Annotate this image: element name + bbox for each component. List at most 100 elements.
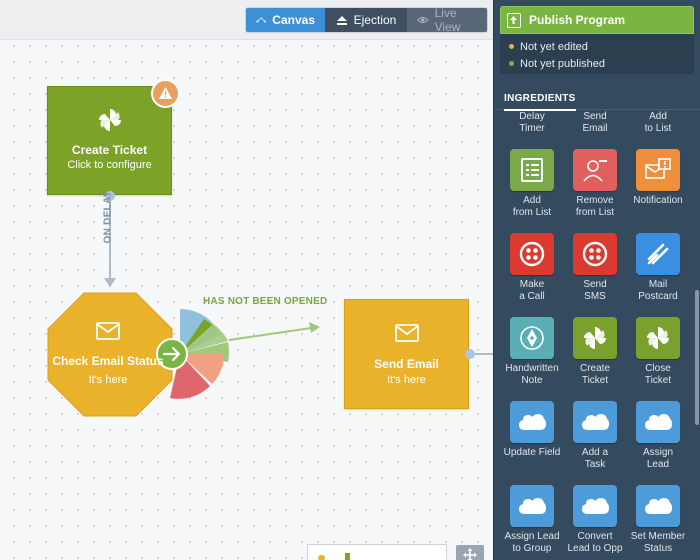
zendesk-icon [573,317,617,359]
pan-button[interactable] [456,545,484,560]
check-email-title: Check Email Status [52,354,164,368]
envelope-icon [96,322,120,340]
ingredient-item[interactable]: Close Ticket [626,317,690,387]
branch-connector-head [309,322,320,333]
ingredient-label: Add a Task [581,447,609,470]
postcard-icon [636,233,680,275]
ingredient-item[interactable]: Make a Call [500,233,564,303]
ingredient-label: Update Field [503,447,561,458]
check-email-subtitle: It's here [88,374,128,386]
ingredient-label: Handwritten Note [505,363,559,386]
ingredient-item[interactable]: Add a Task [563,401,627,471]
ingredient-item[interactable]: Create Ticket [563,317,627,387]
ingredient-label: Mail Postcard [638,279,678,302]
ingredients-header: INGREDIENTS [494,88,700,111]
tab-ejection-label: Ejection [353,13,397,27]
salesforce-icon [636,401,680,443]
ingredient-label: Close Ticket [644,363,672,386]
flow-graphics [47,292,320,417]
ingredient-item[interactable]: Update Field [500,401,564,459]
create-ticket-title: Create Ticket [71,143,148,157]
twilio-sms-icon [573,233,617,275]
eye-icon [417,17,429,23]
view-tabs: Canvas Ejection Live View [245,7,488,33]
check-email-node[interactable] [47,292,173,417]
salesforce-icon [510,401,554,443]
ingredient-label: Assign Lead to Group [504,531,560,554]
tab-ingredients[interactable]: INGREDIENTS [504,93,576,111]
tab-canvas[interactable]: Canvas [246,8,325,32]
send-email-node[interactable]: Send Email It's here [344,299,469,409]
ingredient-item[interactable]: Add from List [500,149,564,219]
status-dot [509,44,514,49]
twilio-call-icon [510,233,554,275]
warning-icon [159,87,172,99]
ingredient-label: Make a Call [519,279,545,302]
status-dot [509,61,514,66]
status-text: Not yet edited [520,40,588,53]
eject-icon [336,15,347,25]
ingredient-item[interactable]: Assign Lead [626,401,690,471]
send-email-subtitle: It's here [387,374,426,386]
ingredient-label: Delay Timer [519,111,545,134]
remove-person-icon [573,149,617,191]
connection-dot[interactable] [465,349,475,359]
tab-live-view[interactable]: Live View [407,8,487,32]
connector-line [475,353,493,355]
ingredient-item[interactable]: Send Email [563,111,627,135]
publish-status-item: Not yet published [500,55,694,72]
envelope-icon [395,324,419,342]
tab-ejection[interactable]: Ejection [325,8,407,32]
create-ticket-subtitle: Click to configure [67,159,152,171]
zendesk-icon [99,109,121,131]
minimap-node [318,555,325,560]
connector-line [109,195,111,281]
publish-program-button[interactable]: Publish Program [500,6,694,34]
ingredient-item[interactable]: Handwritten Note [500,317,564,387]
ingredient-label: Remove from List [575,195,615,218]
tab-canvas-label: Canvas [272,13,315,27]
ingredient-item[interactable]: Convert Lead to Opp [563,485,627,555]
scrollbar-thumb[interactable] [695,290,699,425]
branch-connector [228,327,312,341]
workflow-canvas[interactable]: Canvas Ejection Live View Create T [0,0,493,560]
sidebar-scrollbar[interactable] [695,110,699,560]
salesforce-icon [573,401,617,443]
upload-icon [507,12,521,28]
notification-icon [636,149,680,191]
pen-icon [510,317,554,359]
status-pie[interactable] [170,309,230,399]
salesforce-icon [636,485,680,527]
minimap[interactable] [307,544,447,560]
ingredient-label: Notification [633,195,683,206]
branch-label: HAS NOT BEEN OPENED [203,296,328,307]
ingredient-item[interactable]: Set Member Status [626,485,690,555]
warning-badge[interactable] [151,79,180,108]
publish-status-item: Not yet edited [500,38,694,55]
ingredient-item[interactable]: Add to List [626,111,690,135]
ingredient-label: Add from List [512,195,552,218]
ingredient-item[interactable]: Send SMS [563,233,627,303]
salesforce-icon [573,485,617,527]
salesforce-icon [510,485,554,527]
canvas-toolbar: Canvas Ejection Live View [0,0,493,40]
branch-arrow-icon[interactable] [156,338,188,370]
ingredient-label: Set Member Status [630,531,686,554]
connector-arrow [104,278,116,287]
list-icon [510,149,554,191]
ingredient-item[interactable]: Mail Postcard [626,233,690,303]
ingredient-item[interactable]: Notification [626,149,690,207]
ingredient-label: Create Ticket [579,363,610,386]
ingredient-label: Assign Lead [642,447,673,470]
canvas-icon [256,17,267,23]
ingredient-item[interactable]: Delay Timer [500,111,564,135]
ingredient-item[interactable]: Assign Lead to Group [500,485,564,555]
create-ticket-node[interactable]: Create Ticket Click to configure [47,86,172,195]
move-icon [463,548,477,560]
ingredient-item[interactable]: Remove from List [563,149,627,219]
zendesk-icon [636,317,680,359]
